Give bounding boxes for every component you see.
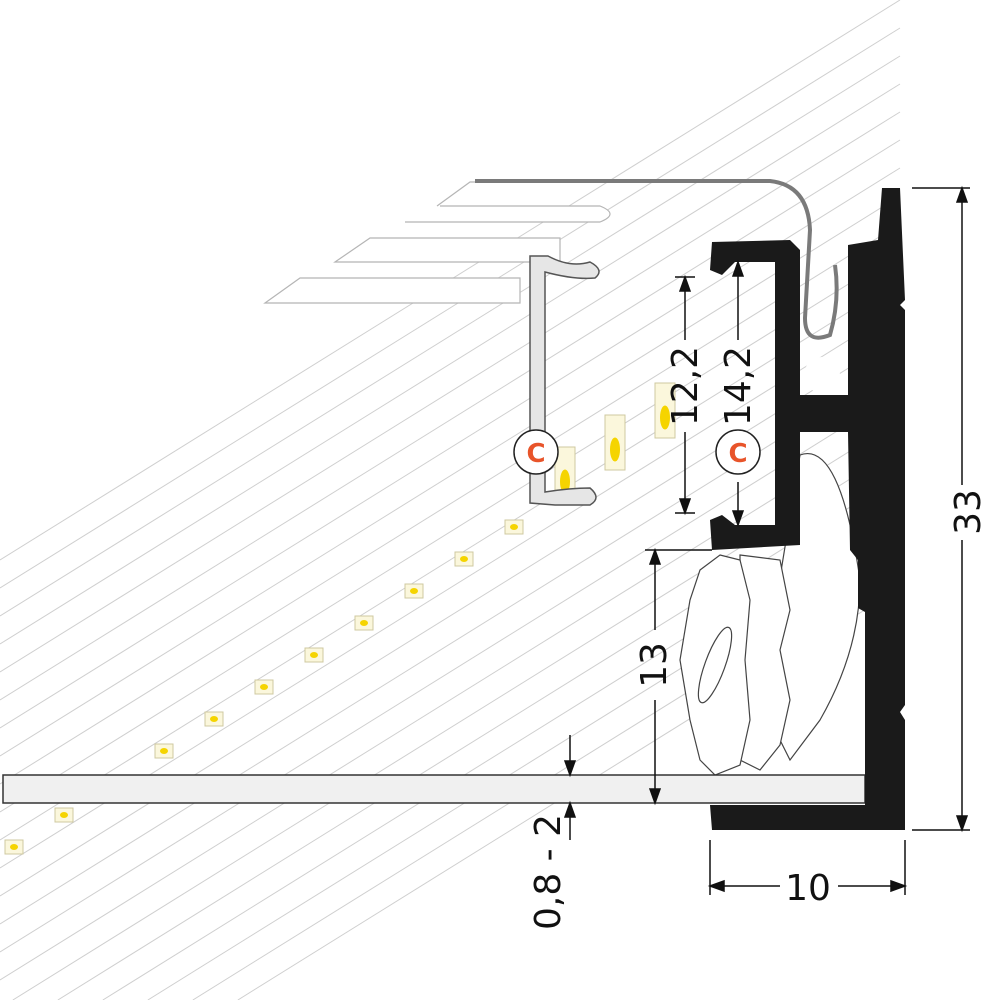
led-emitter [10, 844, 18, 850]
led-emitter [560, 469, 570, 494]
led-emitter [510, 524, 518, 530]
rubber-seal [475, 179, 839, 340]
led-emitter [260, 684, 268, 690]
dim-width: 10 [785, 868, 831, 909]
led-emitter [610, 437, 620, 462]
dim-outer-width: 14,2 [718, 346, 759, 426]
guide-line [0, 279, 901, 841]
badge-letter: C [526, 439, 545, 469]
led-emitter [60, 812, 68, 818]
profile-groove [804, 357, 840, 393]
cover-badge-left: C [513, 429, 559, 475]
led-emitter [410, 588, 418, 594]
led-strip [4, 382, 676, 855]
badge-letter: C [728, 439, 747, 469]
led-emitter [160, 748, 168, 754]
led-emitter [660, 405, 670, 430]
diffuser-cover [529, 255, 600, 506]
dim-inner-width: 12,2 [665, 346, 706, 426]
guide-line [0, 251, 901, 813]
led-emitter [210, 716, 218, 722]
dim-height-total: 33 [948, 489, 989, 535]
cover-badge-right: C [715, 429, 761, 475]
guide-line [0, 195, 901, 757]
led-emitter [360, 620, 368, 626]
guide-line [0, 139, 901, 701]
badge-circle [715, 429, 761, 475]
mounting-clip [679, 453, 861, 776]
led-emitter [310, 652, 318, 658]
panel-board [2, 774, 866, 804]
guide-line [0, 83, 901, 645]
guide-line [0, 55, 901, 617]
guide-line [0, 111, 901, 673]
led-emitter [460, 556, 468, 562]
perspective-lines [0, 0, 901, 1000]
aluminium-profile [710, 188, 905, 830]
guide-line [0, 27, 901, 589]
dimension-lines [563, 185, 970, 895]
guide-line [0, 223, 901, 785]
step-outlines [263, 181, 611, 304]
guide-line [0, 391, 901, 953]
dim-panel-thickness: 0,8 - 2 [528, 814, 569, 930]
dim-height-channel: 13 [634, 642, 675, 688]
guide-line [0, 419, 901, 981]
badge-circle [513, 429, 559, 475]
